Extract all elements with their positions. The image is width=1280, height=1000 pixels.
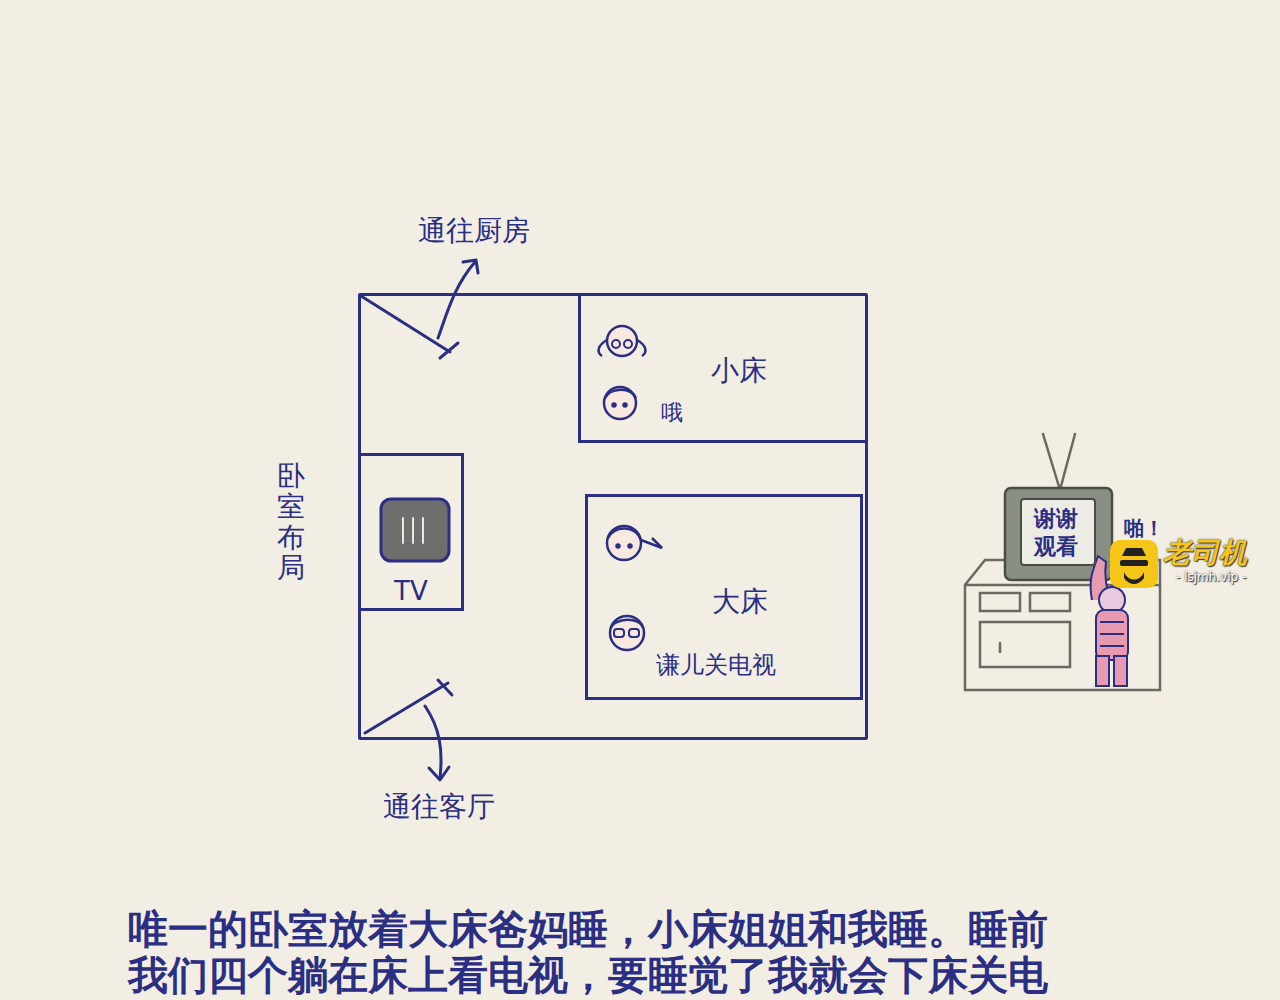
watermark-logo [1110,540,1158,588]
screen-text: 谢谢 观看 [1034,505,1080,560]
sound-effect: 啪！ [1124,516,1164,540]
tv-label: TV [394,576,428,607]
door-label: 通往客厅 [383,790,495,824]
big-bed: 大床谦儿关电视 [585,494,863,700]
speech-text: 谦儿关电视 [656,651,776,680]
bed-label: 大床 [712,585,768,619]
bed-label: 小床 [711,354,767,388]
tv-screen: 谢谢 观看 [1020,498,1096,566]
watermark-url: - lsjmh.vip - [1176,570,1246,584]
room-outline: 卧室布局小床哦TV大床谦儿关电视 [358,293,868,740]
door-label: 通往厨房 [418,214,530,248]
caption: 唯一的卧室放着大床爸妈睡，小床姐姐和我睡。睡前 我们四个躺在床上看电视，要睡觉了… [128,906,1058,998]
room-heading: 卧室布局 [277,461,305,584]
watermark-text: 老司机 [1163,536,1247,570]
tv-stand: TV [361,453,464,611]
small-bed: 小床哦 [578,296,865,443]
speech-text: 哦 [661,400,683,426]
